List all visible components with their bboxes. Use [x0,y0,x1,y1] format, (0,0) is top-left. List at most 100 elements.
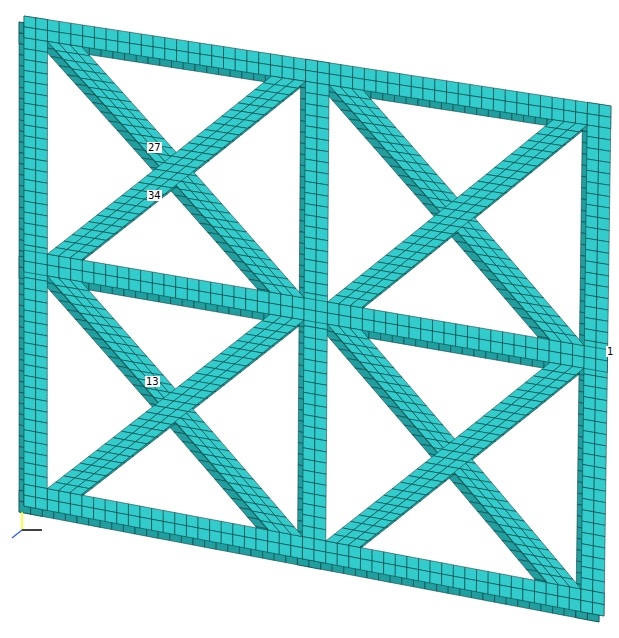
mesh-cell [599,104,611,117]
mesh-cell [374,310,386,323]
mesh-cell [317,183,329,196]
mesh-cell [596,308,608,321]
mesh-cell [304,281,316,294]
mesh-cell [540,106,552,119]
mesh-cell [597,240,609,253]
mesh-cell [353,78,365,91]
frame-depth [19,22,606,622]
mesh-cell [83,36,95,49]
mesh-cell [304,309,316,322]
mesh-cell [317,161,329,174]
mesh-cell [586,170,598,183]
mesh-cell [36,50,48,63]
mesh-cell [552,108,564,121]
mesh-cell [316,194,328,207]
mesh-cell [24,495,36,508]
mesh-cell [327,302,339,315]
mesh-cell [36,214,48,227]
mesh-cell [71,23,83,36]
mesh-cell [24,190,36,203]
mesh-cell [175,524,187,537]
mesh-cell [24,92,36,105]
mesh-cell [24,16,36,29]
mesh-cell [432,331,444,344]
mesh-cell [211,282,223,295]
mesh-cell [411,87,423,100]
mesh-cell [291,546,303,559]
mesh-cell [493,99,505,112]
mesh-cell [222,295,234,308]
mesh-cell [306,70,318,83]
mesh-cell [24,16,36,29]
mesh-cell [269,292,281,305]
mesh-cell [316,205,328,218]
mesh-cell [36,116,48,129]
mesh-cell [598,217,610,230]
mesh-cell [47,31,59,44]
mesh-cell [140,517,152,530]
mesh-cell [386,323,398,336]
mesh-cell [423,77,435,90]
mesh-cell [305,192,317,205]
mesh-cell [326,552,338,565]
mesh-cell [24,495,36,508]
mesh-cell [83,25,95,38]
mesh-cell [599,116,611,129]
mesh-cell [233,535,245,548]
mesh-cell [188,52,200,65]
mesh-cell [106,40,118,53]
mesh-cell [282,56,294,69]
mesh-cell [152,283,164,296]
mesh-cell [598,206,610,219]
mesh-cell [270,65,282,78]
mesh-cell [529,93,541,106]
mesh-cell [128,515,140,528]
mesh-cell [597,229,609,242]
mesh-cell [221,532,233,545]
mesh-cell [467,326,479,339]
mesh-cell [24,168,36,181]
mesh-cell [36,138,48,151]
mesh-cell [529,105,541,118]
mesh-cell [82,271,94,284]
mesh-cell [163,521,175,534]
mesh-cell [444,322,456,335]
mesh-cell [36,497,48,510]
mesh-cell [505,101,517,114]
mesh-cell [362,319,374,332]
mesh-cell [306,70,318,83]
mesh-cell [409,316,421,329]
mesh-cell [305,148,317,161]
mesh-cell [282,67,294,80]
mesh-cell [540,95,552,108]
mesh-cell [164,285,176,298]
mesh-cell [505,90,517,103]
mesh-cell [596,319,608,332]
mesh-cell [153,47,165,60]
mesh-cell [247,50,259,63]
mesh-cell [306,59,318,72]
mesh-cell [502,332,514,345]
mesh-cell [587,159,599,172]
mesh-cell [24,38,36,51]
mesh-cell [595,399,607,412]
mesh-cell [388,72,400,85]
mesh-cell [305,126,317,139]
mesh-cell [24,70,36,83]
mesh-cell [316,217,328,230]
mesh-cell [482,86,494,99]
mesh-cell [523,589,535,602]
mesh-cell [59,502,71,515]
mesh-cell [306,59,318,72]
mesh-cell [592,602,604,616]
mesh-cell [141,281,153,294]
mesh-cell [317,139,329,152]
mesh-cell [395,565,407,578]
mesh-cell [47,499,59,512]
mesh-cell [141,34,153,47]
mesh-cell [430,572,442,585]
mesh-cell [476,581,488,594]
mesh-cell [598,161,610,174]
mesh-cell [36,149,48,162]
mesh-cell [36,29,48,42]
